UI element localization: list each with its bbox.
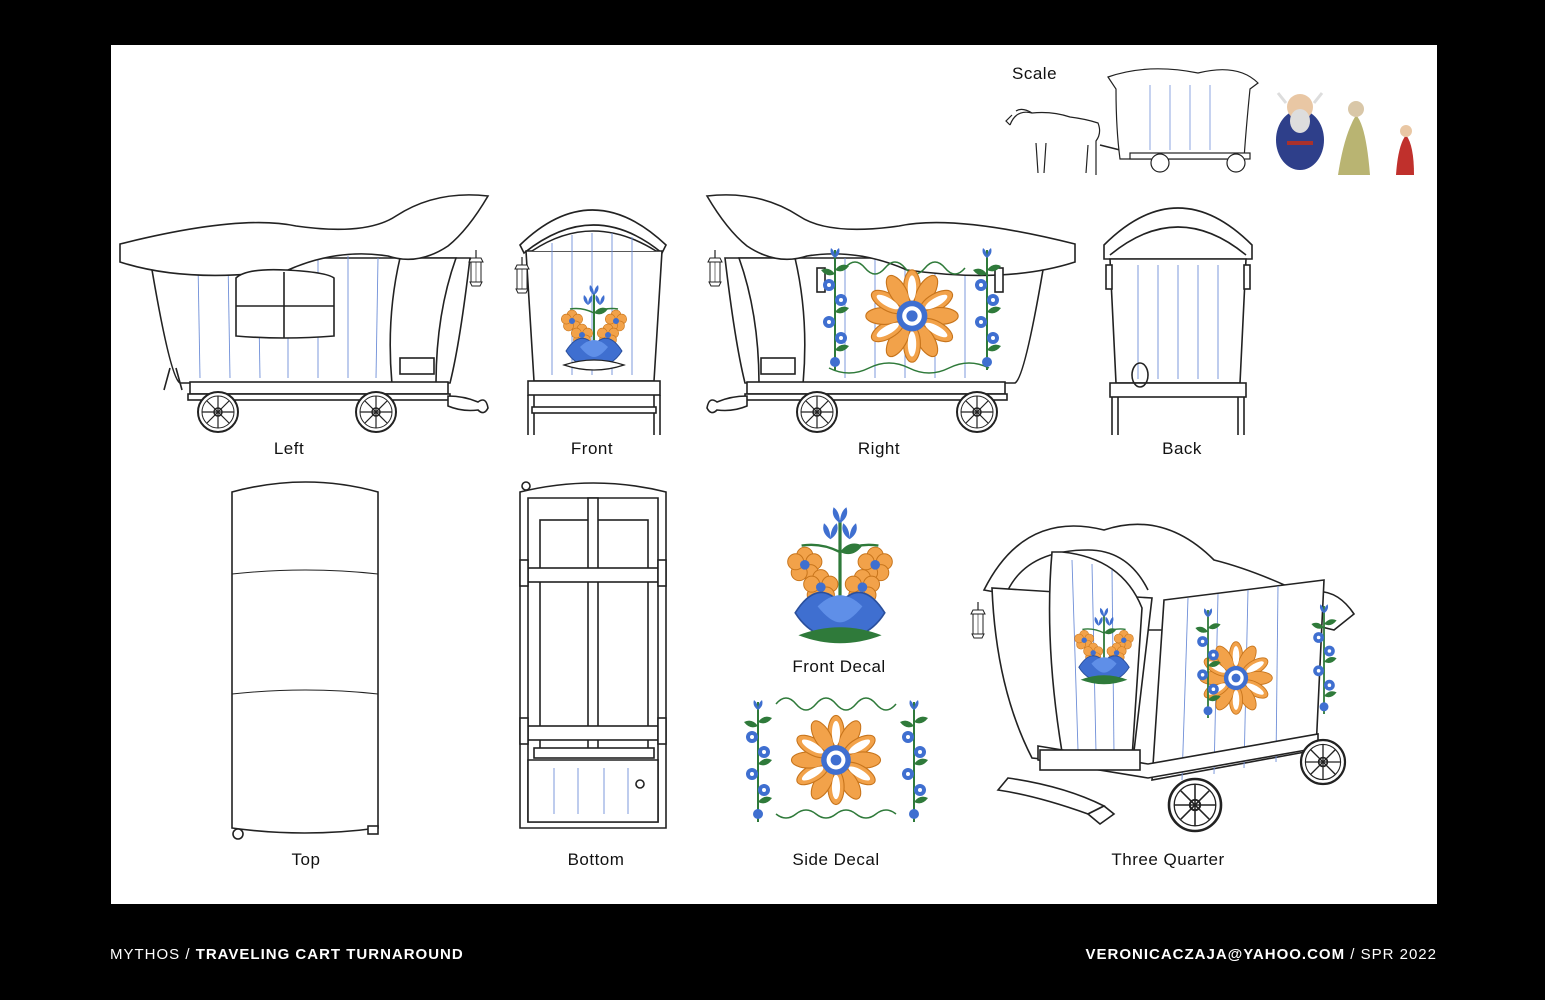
scale-cart-icon <box>1107 68 1259 173</box>
front-decal-drawing <box>775 505 905 655</box>
sheet-date: SPR 2022 <box>1360 946 1437 963</box>
three-quarter-view-label: Three Quarter <box>1111 850 1225 869</box>
footer-separator-right: / <box>1345 946 1361 963</box>
footer-separator-left: / <box>180 946 196 963</box>
bottom-view-drawing <box>519 481 667 829</box>
footer-title: MYTHOS / TRAVELING CART TURNAROUND <box>110 946 464 963</box>
bottom-view-label: Bottom <box>567 850 625 869</box>
top-view-drawing <box>231 481 379 840</box>
front-view-drawing <box>514 209 667 435</box>
front-decal-label: Front Decal <box>792 657 886 676</box>
footer-credit: VERONICACZAJA@YAHOO.COM / SPR 2022 <box>1085 946 1437 963</box>
three-quarter-view-drawing <box>970 523 1356 833</box>
horse-icon <box>1005 108 1101 175</box>
scale-illustration <box>1005 68 1414 175</box>
right-view-label: Right <box>857 439 901 458</box>
scale-label: Scale <box>1012 64 1058 83</box>
left-view-drawing <box>119 194 490 433</box>
artist-email: VERONICACZAJA@YAHOO.COM <box>1085 946 1346 963</box>
top-view-label: Top <box>291 850 321 869</box>
front-view-label: Front <box>570 439 614 458</box>
side-decal-label: Side Decal <box>792 850 880 869</box>
project-name: MYTHOS <box>110 946 181 963</box>
back-view-label: Back <box>1162 439 1202 458</box>
left-view-label: Left <box>273 439 305 458</box>
right-view-drawing <box>705 194 1076 433</box>
characters-icon <box>1276 92 1414 175</box>
back-view-drawing <box>1103 207 1253 435</box>
side-decal-drawing <box>736 697 936 830</box>
sheet-title: TRAVELING CART TURNAROUND <box>195 946 464 963</box>
